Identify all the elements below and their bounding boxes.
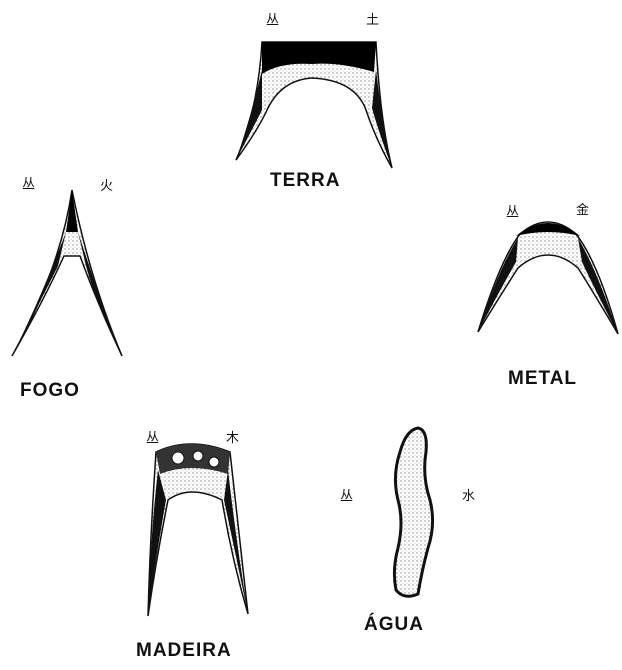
- agua-shape: [394, 428, 432, 596]
- agua-glyph-right: 水: [462, 490, 475, 503]
- fogo-shape: [12, 190, 122, 356]
- terra-shape: [236, 42, 392, 168]
- agua-label: ÁGUA: [364, 614, 424, 636]
- madeira-shape: [148, 444, 248, 616]
- terra-label: TERRA: [270, 170, 340, 192]
- terra-glyph-right: 土: [366, 14, 379, 27]
- fogo-label: FOGO: [20, 380, 80, 402]
- metal-label: METAL: [508, 368, 577, 390]
- metal-glyph-left: 丛: [506, 206, 519, 219]
- madeira-glyph-right: 木: [226, 432, 239, 445]
- madeira-glyph-left: 丛: [146, 432, 159, 445]
- metal-shape: [478, 222, 618, 334]
- metal-glyph-right: 金: [576, 204, 589, 217]
- fogo-glyph-right: 火: [100, 180, 113, 193]
- fogo-glyph-left: 丛: [22, 178, 35, 191]
- agua-glyph-left: 丛: [340, 490, 353, 503]
- terra-glyph-left: 丛: [266, 14, 279, 27]
- madeira-label: MADEIRA: [136, 640, 232, 662]
